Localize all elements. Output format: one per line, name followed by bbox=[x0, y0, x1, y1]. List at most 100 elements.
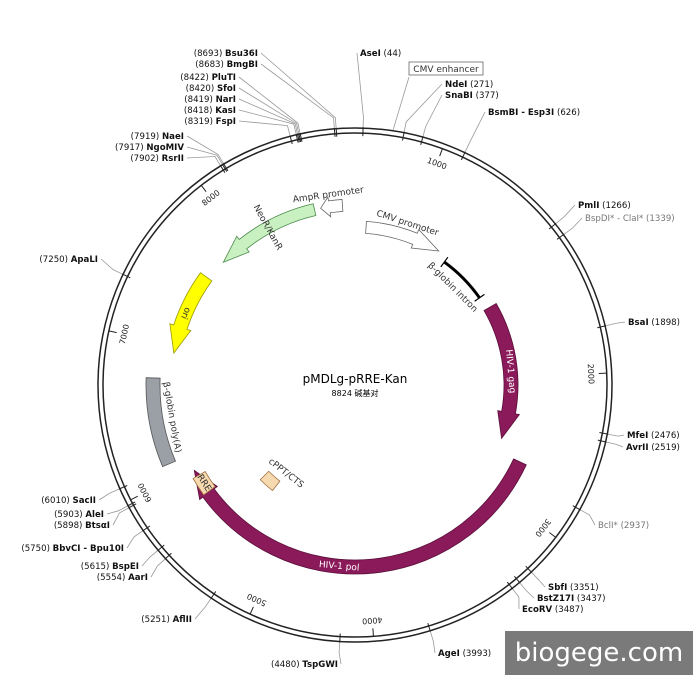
feature-label: ori bbox=[178, 306, 192, 321]
site-tick bbox=[222, 162, 229, 172]
tick-label: 3000 bbox=[533, 517, 552, 539]
site-tick bbox=[299, 132, 303, 142]
site-tick bbox=[157, 544, 165, 552]
site-leader bbox=[519, 582, 535, 599]
site-tick bbox=[420, 136, 424, 145]
tick-mark bbox=[372, 628, 374, 637]
site-label-aflii: (5251) AflII bbox=[141, 615, 192, 625]
callout-leader bbox=[392, 76, 410, 130]
site-label-kasi: (8418) KasI bbox=[184, 106, 236, 116]
site-tick bbox=[525, 565, 533, 574]
site-leader bbox=[260, 63, 335, 128]
tick-label: 8000 bbox=[200, 188, 222, 208]
tick-label: 5000 bbox=[246, 591, 268, 608]
site-tick bbox=[514, 575, 521, 584]
site-label-ndei: NdeI (271) bbox=[445, 80, 493, 90]
site-label-pmli: PmlI (1266) bbox=[578, 201, 631, 211]
feature-shape bbox=[365, 220, 440, 252]
site-tick bbox=[548, 222, 557, 230]
site-leader bbox=[150, 559, 166, 578]
site-tick bbox=[219, 164, 226, 173]
site-label-bsai: BsaI (1898) bbox=[628, 318, 680, 328]
site-label-ecorv: EcoRV (3487) bbox=[522, 605, 583, 615]
feature-label: HIV-1 gag bbox=[503, 349, 517, 394]
site-leader bbox=[403, 83, 443, 132]
site-leader bbox=[338, 642, 342, 665]
site-label-bsu36i: (8693) Bsu36I bbox=[194, 49, 258, 59]
site-tick bbox=[298, 133, 302, 143]
site-leader bbox=[238, 76, 301, 134]
site-label-apali: (7250) ApaLI bbox=[39, 255, 98, 265]
feature-arc bbox=[443, 260, 481, 299]
site-leader bbox=[112, 507, 129, 526]
site-tick bbox=[210, 591, 217, 600]
site-leader bbox=[605, 321, 626, 327]
site-tick bbox=[506, 581, 514, 590]
site-tick bbox=[572, 505, 581, 511]
feature-shape bbox=[192, 470, 216, 496]
site-leader bbox=[356, 52, 364, 128]
site-tick bbox=[118, 485, 128, 490]
site-label-bmgbi: (8683) BmgBI bbox=[195, 60, 258, 70]
site-label-asei: AseI (44) bbox=[360, 49, 401, 59]
site-label-bcli: BclI* (2937) bbox=[598, 521, 649, 531]
feature-globin-intron: β-globin intron bbox=[425, 256, 485, 315]
site-label-agei: AgeI (3993) bbox=[438, 649, 491, 659]
feature-rre: RRE bbox=[192, 470, 216, 496]
callout-cmv-enhancer: CMV enhancer bbox=[392, 61, 484, 130]
site-label-naei: (7919) NaeI bbox=[131, 132, 184, 142]
feature-endcap bbox=[474, 293, 485, 302]
site-label-nari: (8419) NarI bbox=[184, 95, 236, 105]
tick-mark bbox=[549, 532, 557, 538]
site-leader bbox=[238, 120, 291, 136]
site-leader-lines bbox=[98, 52, 626, 665]
site-tick bbox=[335, 127, 338, 137]
site-leader bbox=[106, 505, 128, 515]
tick-label: 2000 bbox=[586, 364, 596, 385]
feature-endcap bbox=[440, 256, 449, 268]
feature-shape bbox=[193, 458, 527, 575]
site-label-bbvci-bpu10i: (5750) BbvCI - Bpu10I bbox=[21, 544, 124, 554]
feature-shape bbox=[320, 195, 344, 218]
site-tick bbox=[460, 151, 466, 161]
site-tick bbox=[142, 525, 151, 532]
site-label-bsmbi-esp3i: BsmBI - Esp3I (626) bbox=[488, 108, 580, 118]
callout-text: CMV enhancer bbox=[413, 65, 479, 75]
site-leader bbox=[430, 631, 436, 654]
site-label-sbfi: SbfI (3351) bbox=[548, 583, 599, 593]
tick-label: 7000 bbox=[118, 323, 131, 345]
feature-shape bbox=[145, 377, 177, 468]
watermark-logo: biogege.com bbox=[505, 631, 693, 675]
tick-label: 6000 bbox=[136, 481, 153, 503]
tick-label: 1000 bbox=[426, 156, 448, 172]
site-leader bbox=[194, 598, 212, 620]
tick-mark bbox=[200, 185, 207, 192]
feature-ori: ori bbox=[169, 272, 213, 355]
tick-mark bbox=[130, 495, 139, 501]
site-tick bbox=[128, 503, 137, 509]
site-label-alei: (5903) AleI bbox=[54, 510, 104, 520]
site-label-bspei: (5615) BspEI bbox=[81, 562, 139, 572]
plasmid-name: pMDLg-pRRE-Kan bbox=[303, 372, 408, 386]
site-tick bbox=[339, 633, 341, 643]
site-label-sacii: (6010) SacII bbox=[41, 496, 96, 506]
site-label-bts-i: (5898) BtsαI bbox=[54, 521, 110, 531]
site-label-snabi: SnaBI (377) bbox=[445, 91, 499, 101]
site-leader bbox=[580, 509, 596, 526]
site-leader bbox=[98, 488, 120, 501]
site-leader bbox=[555, 204, 576, 224]
site-tick bbox=[402, 131, 405, 141]
site-tick bbox=[597, 325, 607, 329]
feature-neor-kanr: NeoR/KanR bbox=[222, 203, 317, 264]
site-leader bbox=[422, 94, 443, 137]
feature-shape bbox=[483, 302, 521, 440]
plasmid-backbone bbox=[97, 127, 613, 643]
site-leader bbox=[100, 258, 123, 275]
site-label-tspgwi: (4480) TspGWI bbox=[271, 660, 338, 670]
tick-mark bbox=[108, 330, 117, 334]
site-tick bbox=[164, 552, 172, 560]
site-leader bbox=[186, 156, 221, 166]
site-leader bbox=[608, 433, 625, 437]
feature-hiv-1-gag: HIV-1 gag bbox=[483, 302, 521, 440]
